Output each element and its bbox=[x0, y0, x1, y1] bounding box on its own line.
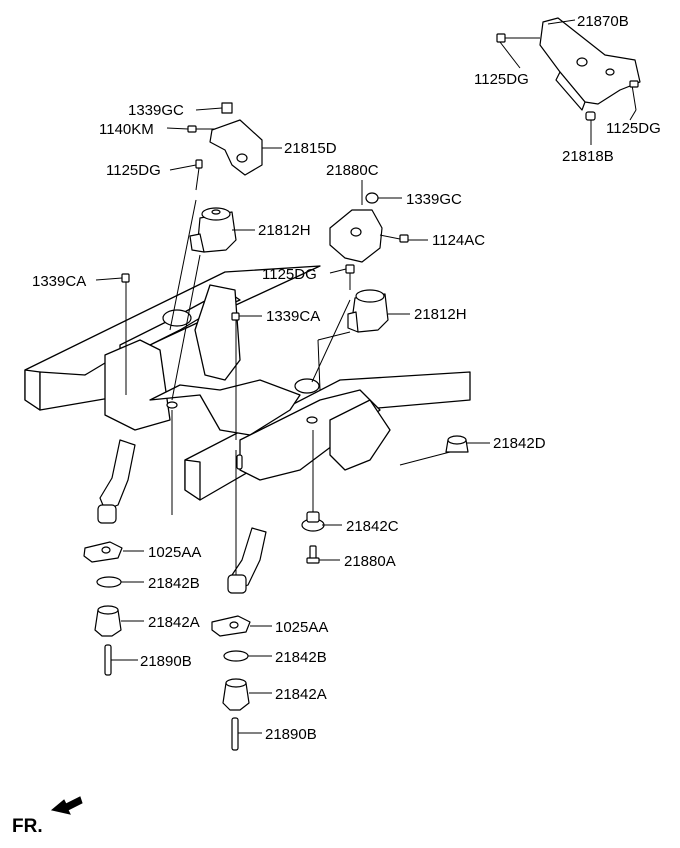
label-1140KM: 1140KM bbox=[99, 121, 154, 138]
right-mount-stack bbox=[211, 527, 267, 751]
front-direction-indicator: FR. bbox=[12, 796, 83, 837]
label-21842B-a: 21842B bbox=[148, 575, 200, 592]
fr-label: FR. bbox=[12, 816, 43, 837]
label-1339CA-b: 1339CA bbox=[266, 308, 320, 325]
bushing-21842D bbox=[445, 435, 469, 453]
label-21890B-b: 21890B bbox=[265, 726, 317, 743]
label-21842A-a: 21842A bbox=[148, 614, 200, 631]
leader-lines bbox=[95, 19, 637, 734]
label-1124AC: 1124AC bbox=[432, 232, 485, 249]
label-21880C: 21880C bbox=[326, 162, 379, 179]
direction-arrow-icon bbox=[50, 796, 83, 815]
label-21870B: 21870B bbox=[577, 13, 629, 30]
label-1025AA-b: 1025AA bbox=[275, 619, 328, 636]
bushing-21842C bbox=[301, 511, 325, 532]
label-21842D: 21842D bbox=[493, 435, 546, 452]
left-mount-stack bbox=[83, 439, 136, 676]
label-21815D: 21815D bbox=[284, 140, 337, 157]
label-1125DG-d: 1125DG bbox=[262, 266, 317, 283]
label-21842A-b: 21842A bbox=[275, 686, 327, 703]
label-21842C: 21842C bbox=[346, 518, 399, 535]
label-1125DG-b: 1125DG bbox=[606, 120, 661, 137]
label-21818B: 21818B bbox=[562, 148, 614, 165]
insulator-21812H-right bbox=[347, 289, 389, 333]
label-21812H-a: 21812H bbox=[258, 222, 311, 239]
label-1339GC-b: 1339GC bbox=[406, 191, 462, 208]
label-1125DG-a: 1125DG bbox=[474, 71, 529, 88]
label-21880A: 21880A bbox=[344, 553, 396, 570]
label-21890B-a: 21890B bbox=[140, 653, 192, 670]
label-1125DG-c: 1125DG bbox=[106, 162, 161, 179]
bracket-21880C bbox=[329, 192, 409, 290]
label-1339CA-a: 1339CA bbox=[32, 273, 86, 290]
transmission-bracket-21870B bbox=[496, 17, 641, 121]
label-1339GC-a: 1339GC bbox=[128, 102, 184, 119]
part-labels: 21870B 1125DG 1125DG 21818B 1339GC 1140K… bbox=[32, 13, 661, 743]
insulator-21812H-left bbox=[189, 207, 237, 253]
label-1025AA-a: 1025AA bbox=[148, 544, 201, 561]
chassis-frame bbox=[24, 265, 471, 501]
label-21842B-b: 21842B bbox=[275, 649, 327, 666]
bracket-21815D bbox=[187, 102, 263, 191]
bolt-21880A bbox=[306, 545, 320, 564]
label-21812H-b: 21812H bbox=[414, 306, 467, 323]
